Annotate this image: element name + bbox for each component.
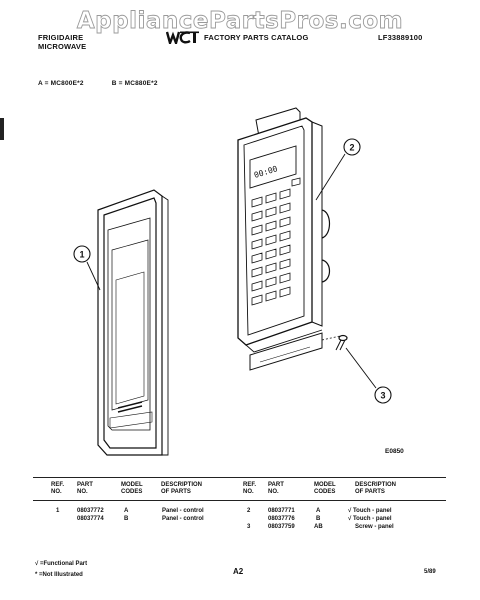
exploded-diagram: 00:00 <box>73 107 392 456</box>
callout-2: 2 <box>343 138 361 156</box>
functional-part-note: √ =Functional Part <box>35 561 88 567</box>
catalog-title: FACTORY PARTS CATALOG <box>204 33 309 42</box>
table-header-rule <box>33 500 446 501</box>
col-ref-no: REF.NO. <box>51 482 65 495</box>
svg-text:3: 3 <box>380 391 385 401</box>
leader-line-3 <box>345 347 377 389</box>
col-ref-no-right: REF.NO. <box>243 482 257 495</box>
diagram-code: E0850 <box>385 448 404 455</box>
panel-screw <box>321 334 348 351</box>
scan-edge-mark <box>0 118 4 140</box>
product-type: MICROWAVE <box>38 42 87 51</box>
wci-logo-icon <box>166 31 199 44</box>
svg-text:1: 1 <box>79 250 84 260</box>
leader-line-2 <box>315 153 346 201</box>
brand-name: FRIGIDAIRE <box>38 33 84 42</box>
svg-text:2: 2 <box>349 143 354 153</box>
model-b-label: B = MC880E*2 <box>111 80 158 87</box>
not-illustrated-note: * =Not Illustrated <box>35 572 83 578</box>
control-panel-frame <box>97 189 169 456</box>
touch-panel-assembly: 00:00 <box>237 107 331 371</box>
leader-line-1 <box>86 261 101 291</box>
catalog-date: 5/89 <box>424 569 436 575</box>
callout-1: 1 <box>73 245 91 263</box>
model-a-label: A = MC800E*2 <box>38 80 84 87</box>
model-legend: A = MC800E*2 B = MC880E*2 <box>38 80 158 87</box>
callout-3: 3 <box>374 386 392 404</box>
table-top-rule <box>33 477 446 478</box>
page-number: A2 <box>233 567 244 576</box>
touch-key-grid <box>251 177 301 306</box>
brand-block: FRIGIDAIRE MICROWAVE <box>38 33 86 51</box>
watermark: AppliancePartsPros.com <box>76 8 404 35</box>
catalog-number: LF33889100 <box>378 33 423 42</box>
catalog-heading: FACTORY PARTS CATALOG <box>166 31 308 44</box>
